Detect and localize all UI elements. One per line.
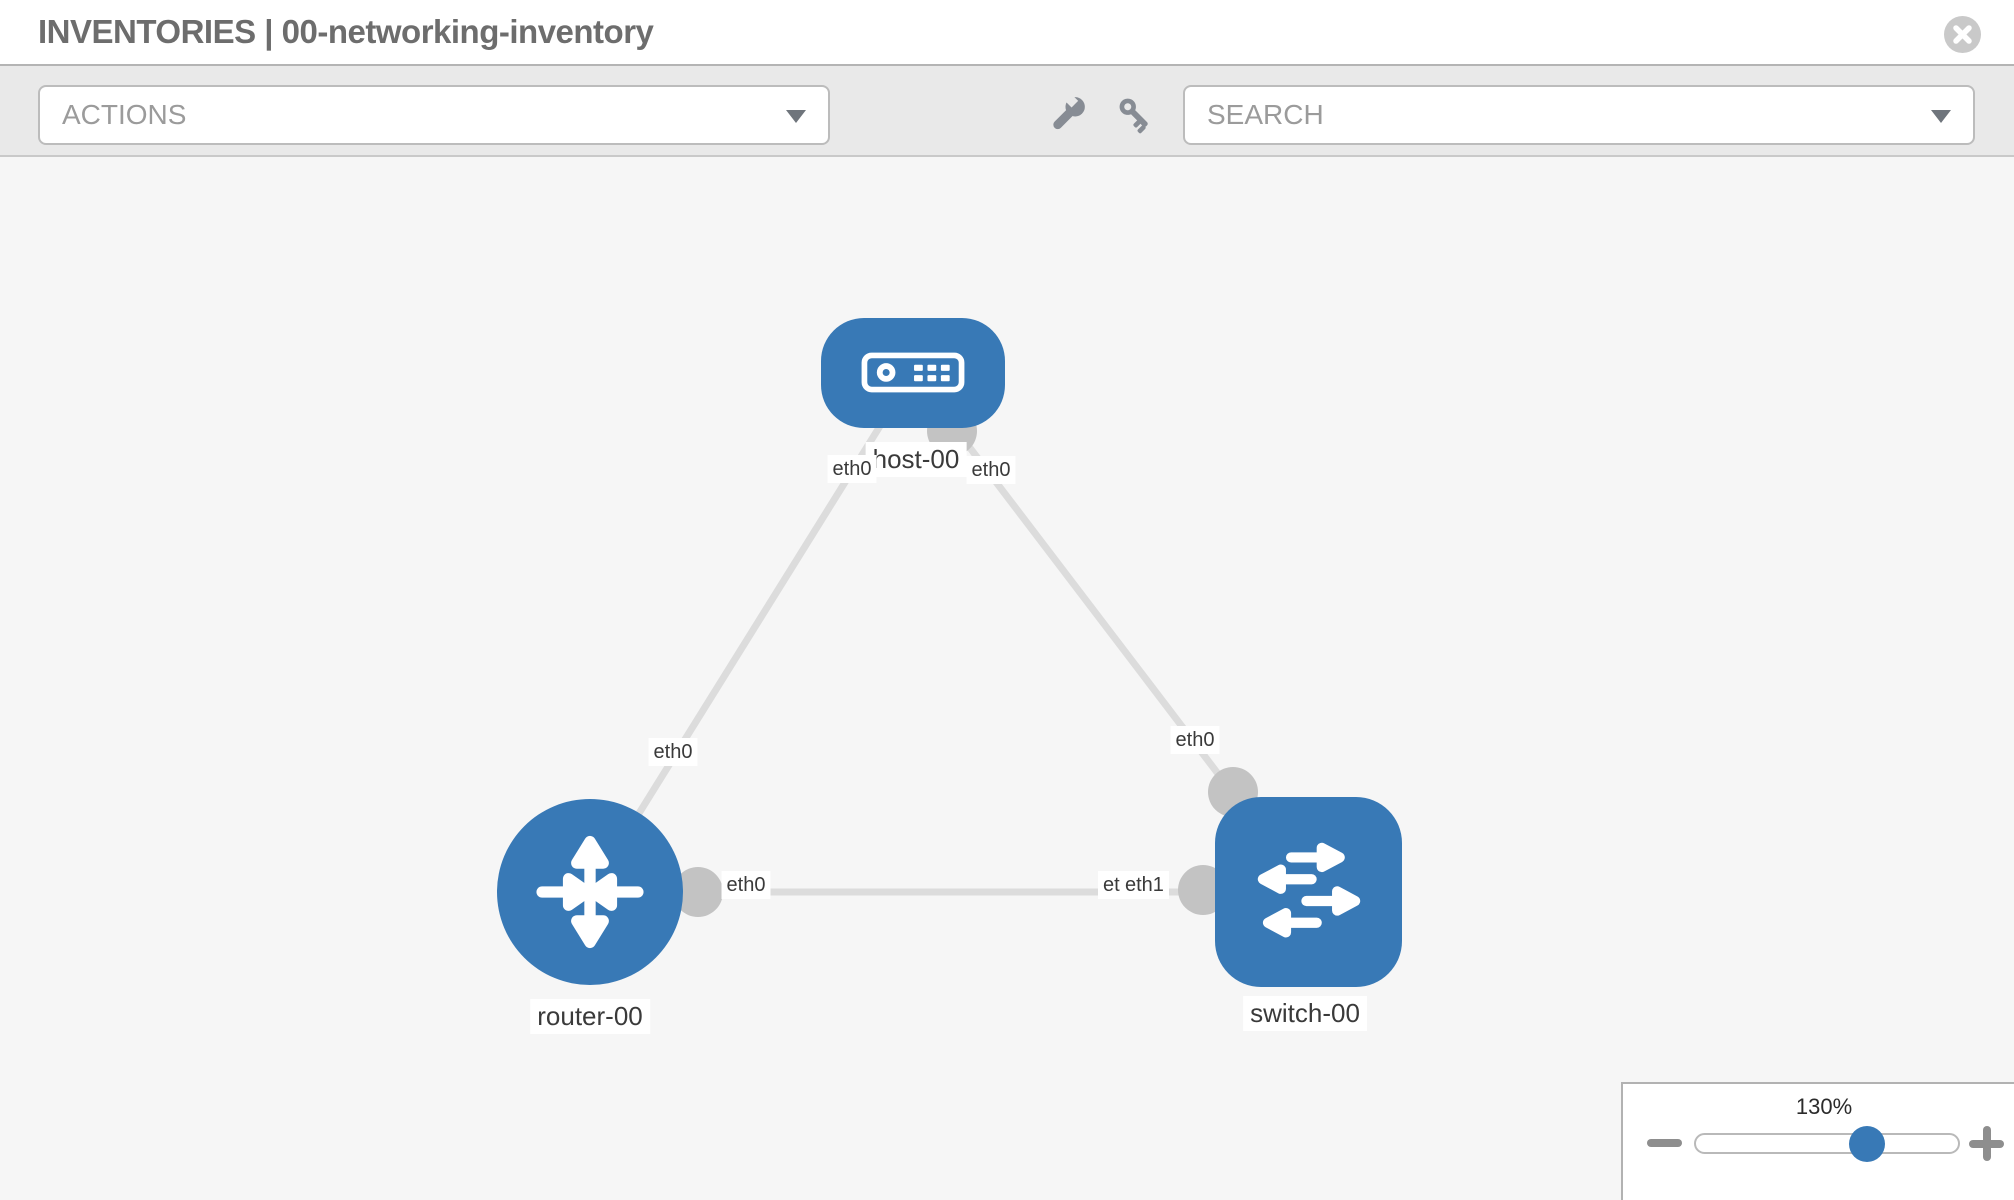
interface-label-router-to-switch: eth0 bbox=[721, 871, 771, 899]
header: INVENTORIES | 00-networking-inventory bbox=[0, 0, 2014, 64]
host-icon bbox=[861, 352, 965, 393]
search-dropdown-label: SEARCH bbox=[1207, 99, 1324, 130]
interface-label-host-to-router: eth0 bbox=[827, 455, 877, 483]
topology-edges-layer bbox=[587, 370, 1311, 917]
node-label-host: host-00 bbox=[865, 442, 967, 478]
zoom-slider-handle[interactable] bbox=[1849, 1126, 1885, 1162]
key-icon bbox=[1119, 98, 1148, 134]
chevron-down-icon bbox=[786, 110, 806, 123]
plus-icon bbox=[1983, 1126, 1991, 1161]
chevron-down-icon bbox=[1931, 110, 1951, 123]
interface-label-switch-to-router: eth1 bbox=[1120, 871, 1169, 899]
zoom-control-panel: 130% bbox=[1621, 1082, 2014, 1200]
node-router-00[interactable] bbox=[497, 799, 683, 985]
port-connector-router bbox=[673, 867, 723, 917]
close-icon bbox=[1953, 25, 1972, 44]
node-switch-00[interactable] bbox=[1215, 797, 1402, 987]
wrench-icon bbox=[1053, 94, 1085, 130]
actions-dropdown-label: ACTIONS bbox=[62, 99, 187, 130]
router-icon bbox=[536, 835, 644, 949]
switch-icon bbox=[1257, 842, 1360, 938]
close-button[interactable] bbox=[1944, 16, 1981, 53]
zoom-slider-track[interactable] bbox=[1694, 1126, 1960, 1162]
key-button[interactable] bbox=[1114, 93, 1158, 137]
node-label-router: router-00 bbox=[530, 999, 650, 1035]
node-host-00[interactable] bbox=[821, 318, 1005, 428]
zoom-out-button[interactable] bbox=[1647, 1139, 1682, 1147]
toolbar: ACTIONS SEARCH bbox=[0, 64, 2014, 157]
interface-label-router-to-host: eth0 bbox=[648, 738, 698, 766]
interface-label-host-to-switch: eth0 bbox=[966, 456, 1016, 484]
page-title: INVENTORIES | 00-networking-inventory bbox=[38, 13, 654, 50]
topology-canvas[interactable]: host-00 router-00 switch-00 eth0 eth0 et… bbox=[0, 157, 2014, 1200]
wrench-button[interactable] bbox=[1045, 93, 1089, 137]
zoom-level-label: 130% bbox=[1795, 1094, 1853, 1119]
actions-dropdown[interactable]: ACTIONS bbox=[38, 85, 830, 145]
search-dropdown[interactable]: SEARCH bbox=[1183, 85, 1975, 145]
node-label-switch: switch-00 bbox=[1243, 996, 1367, 1032]
zoom-in-button[interactable] bbox=[1969, 1126, 2004, 1161]
interface-label-switch-to-host: eth0 bbox=[1170, 726, 1220, 754]
